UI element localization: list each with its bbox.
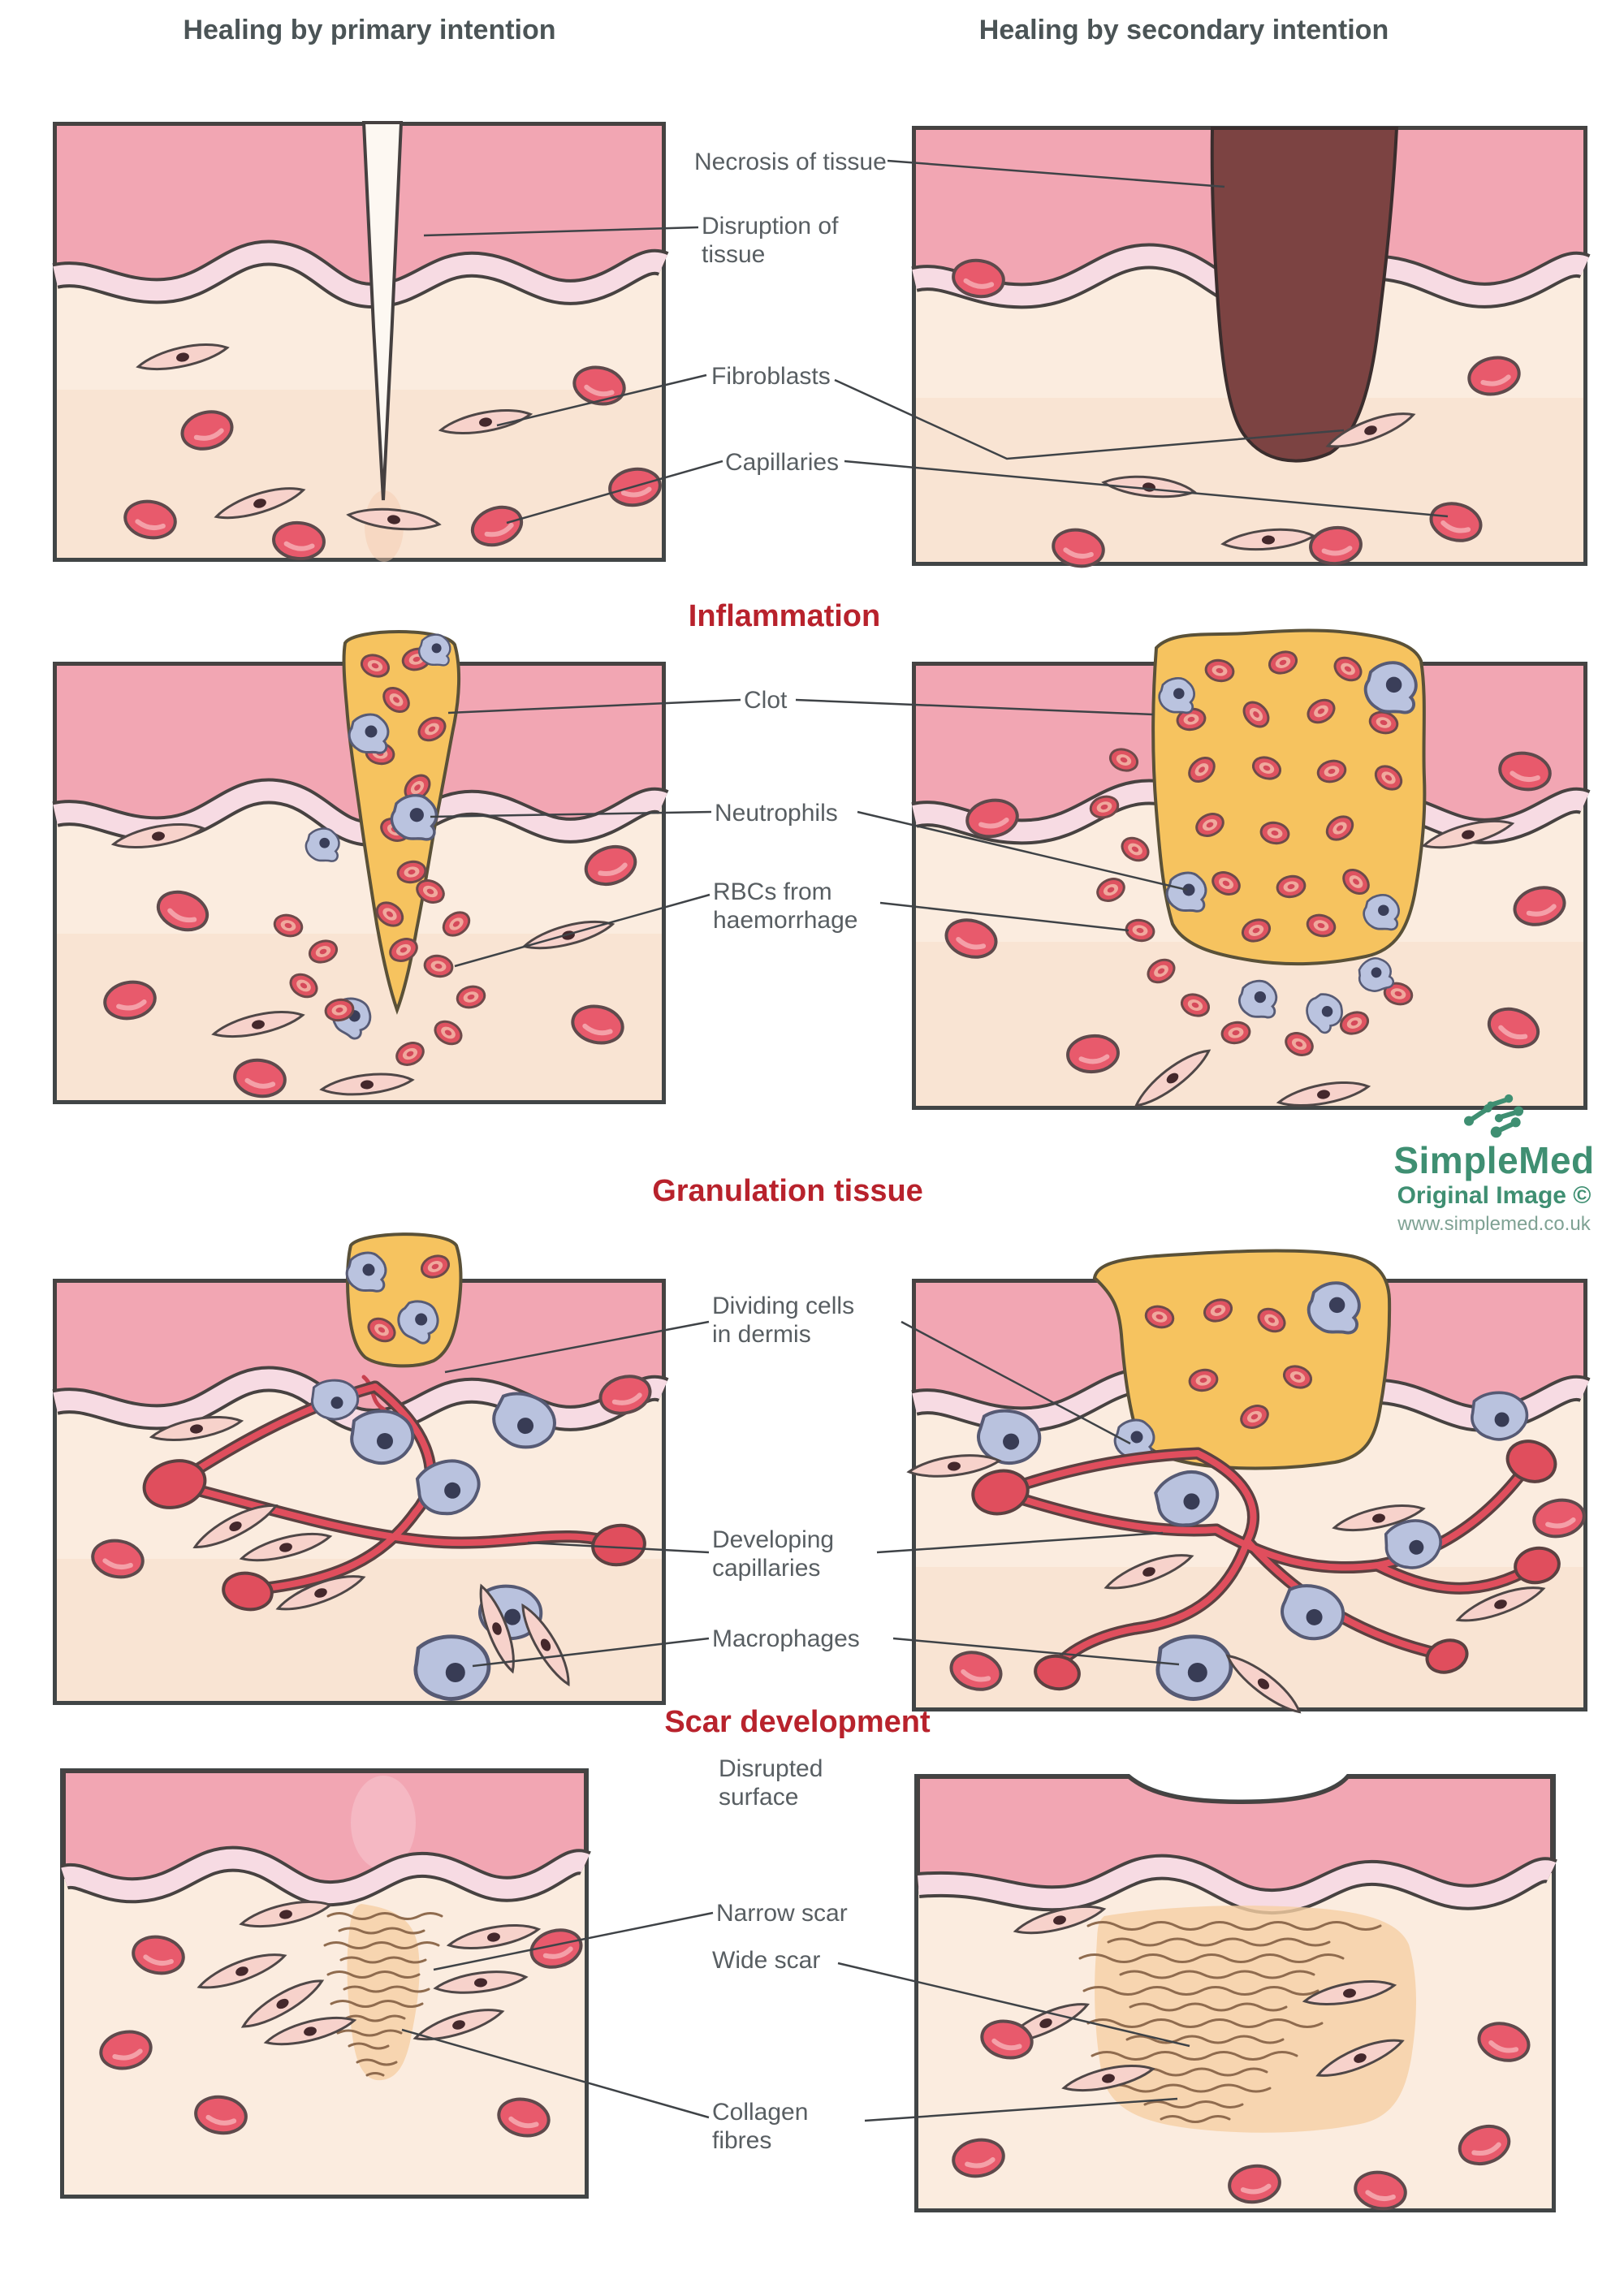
section-header-granulation: Granulation tissue [652, 1174, 923, 1208]
watermark-original-image: Original Image © [1397, 1182, 1592, 1209]
leader-dividing-right [901, 1320, 1131, 1445]
panel-secondary-scar [914, 1774, 1557, 2213]
label-wide-scar: Wide scar [712, 1947, 821, 1974]
panel-primary-inflammation [52, 630, 669, 1104]
label-disrupted-surface: Disrupted surface [719, 1755, 823, 1811]
label-neutrophils: Neutrophils [715, 800, 838, 827]
neutrophil [304, 827, 340, 862]
macrophage [310, 1379, 360, 1421]
panel-primary-scar [59, 1768, 591, 2199]
macrophage [1471, 1391, 1529, 1441]
healed-surface-streak [351, 1776, 416, 1870]
collagen-fibres [1078, 1921, 1382, 2123]
label-capillaries: Capillaries [725, 449, 840, 476]
leader-collagen-right [864, 2097, 1178, 2122]
panel-secondary-granulation [906, 1249, 1591, 1721]
label-fibroblasts: Fibroblasts [711, 363, 831, 390]
neutrophil [348, 713, 390, 754]
leader-narrow-scar [433, 1911, 714, 1971]
section-header-inflammation: Inflammation [688, 599, 881, 633]
leader-necrosis [887, 159, 1225, 188]
neutrophil [1363, 894, 1400, 931]
neutrophil [1237, 979, 1278, 1019]
macrophage [350, 1409, 415, 1465]
collagen-fibres [323, 1912, 443, 2077]
column-title-secondary: Healing by secondary intention [978, 15, 1389, 45]
label-dividing-cells: Dividing cells in dermis [712, 1293, 855, 1348]
leader-rbcs-right [879, 901, 1129, 932]
neutrophil [1158, 677, 1195, 714]
simplemed-molecule-icon [1464, 1094, 1524, 1138]
leader-lines [401, 159, 1449, 2122]
leader-wide-scar [837, 1962, 1190, 2048]
leader-macrophages-right [892, 1637, 1180, 1666]
label-collagen-fibres: Collagen fibres [712, 2099, 809, 2154]
dividing-cell [345, 1251, 387, 1293]
leader-neutrophils-right [857, 810, 1188, 891]
leader-capillaries-right [844, 460, 1449, 518]
panel-primary-initial [52, 121, 669, 562]
label-necrosis-of-tissue: Necrosis of tissue [694, 149, 887, 175]
dividing-cell [1307, 1281, 1361, 1335]
leader-rbcs-left [454, 893, 710, 968]
label-macrophages: Macrophages [712, 1625, 860, 1652]
label-disruption-of-tissue: Disruption of tissue [702, 213, 839, 268]
leader-developing-right [876, 1531, 1164, 1554]
neutrophil [1363, 661, 1418, 714]
label-narrow-scar: Narrow scar [716, 1900, 848, 1927]
leader-disruption [423, 226, 699, 237]
panel-secondary-inflammation [911, 628, 1591, 1113]
developing-capillaries [142, 1380, 646, 1612]
necrotic-tissue [1210, 127, 1399, 463]
leader-dividing-left [444, 1320, 710, 1374]
column-title-primary: Healing by primary intention [183, 15, 556, 45]
leader-developing-left [527, 1541, 710, 1554]
label-rbcs-from-haemorrhage: RBCs from haemorrhage [713, 878, 858, 934]
leader-clot-left [447, 698, 741, 714]
label-clot: Clot [744, 687, 788, 714]
label-developing-capillaries: Developing capillaries [712, 1526, 835, 1582]
panel-primary-granulation [52, 1232, 669, 1705]
macrophage [1158, 1637, 1231, 1699]
leader-collagen-left [401, 2028, 710, 2119]
leader-fibroblasts-right [834, 378, 1345, 460]
neutrophil [417, 633, 451, 667]
watermark-url: www.simplemed.co.uk [1397, 1213, 1591, 1235]
wide-scar [1095, 1906, 1416, 2133]
leader-capillaries-left [506, 460, 723, 524]
simplemed-watermark: SimpleMed Original Image © www.simplemed… [1364, 1090, 1624, 1236]
leader-clot-right [795, 698, 1154, 716]
leader-fibroblasts-left [496, 373, 707, 427]
watermark-name: SimpleMed [1393, 1139, 1595, 1181]
section-header-scar: Scar development [664, 1705, 931, 1739]
neutrophil [390, 793, 438, 841]
incision-cleft [361, 121, 404, 501]
leader-macrophages-left [472, 1637, 710, 1668]
macrophage [416, 1637, 489, 1699]
panel-secondary-initial [911, 126, 1591, 571]
leader-neutrophils-left [430, 810, 712, 818]
neutrophil [1165, 871, 1207, 913]
